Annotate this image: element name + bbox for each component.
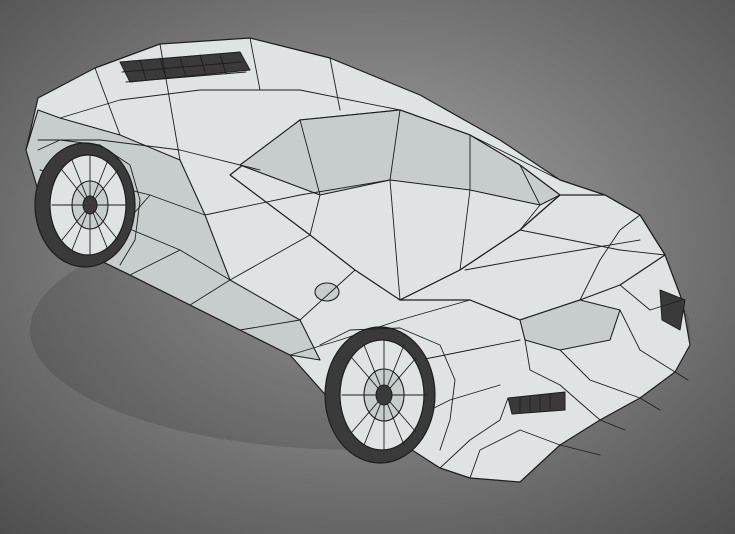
rear-wheel-arch bbox=[37, 139, 141, 266]
front-splitter bbox=[559, 371, 689, 456]
front-wheel-arch bbox=[319, 327, 456, 451]
engine-vents bbox=[119, 51, 251, 83]
side-mirror bbox=[314, 282, 340, 302]
rear-wheel bbox=[34, 142, 136, 268]
front-grille bbox=[507, 391, 566, 415]
front-grille-slats bbox=[519, 393, 551, 413]
side-intake bbox=[659, 289, 686, 331]
car-wireframe bbox=[25, 37, 691, 483]
front-wheel bbox=[324, 326, 436, 464]
